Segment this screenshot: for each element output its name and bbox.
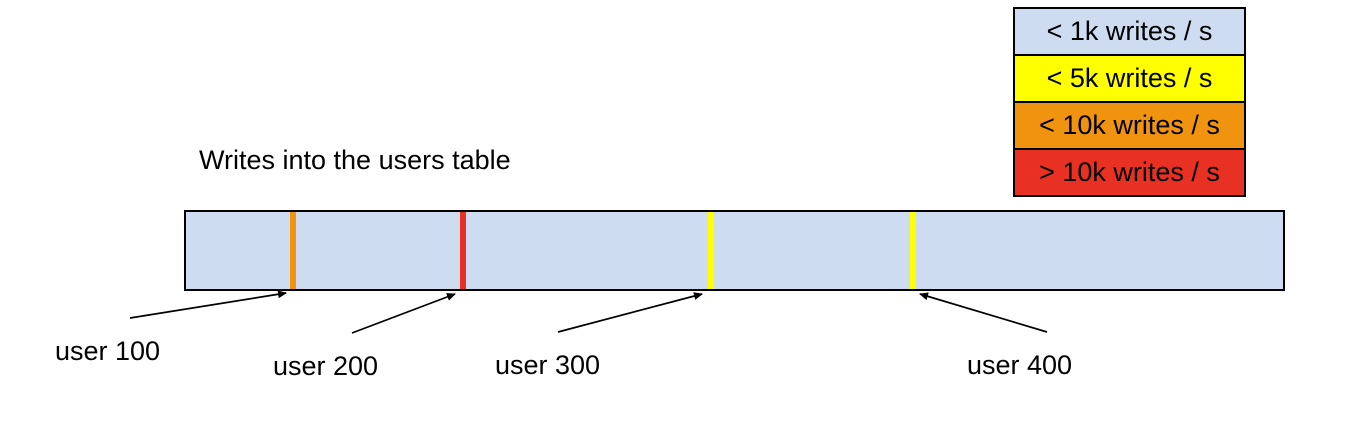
legend-item-lt-5k: < 5k writes / s [1015, 56, 1244, 103]
user-300-label: user 300 [495, 350, 601, 380]
user-100-label: user 100 [55, 336, 161, 366]
arrow-user-300 [557, 292, 703, 333]
legend-item-lt-1k: < 1k writes / s [1015, 9, 1244, 56]
arrow-user-100 [129, 290, 287, 319]
write-hotspot-user-100 [290, 212, 296, 289]
user-200-label: user 200 [273, 351, 379, 381]
user-400-label: user 400 [967, 350, 1073, 380]
arrow-user-200 [351, 293, 456, 334]
legend-item-lt-10k: < 10k writes / s [1015, 103, 1244, 150]
legend: < 1k writes / s < 5k writes / s < 10k wr… [1013, 7, 1246, 197]
write-hotspot-user-400 [910, 212, 916, 289]
write-hotspot-user-200 [460, 212, 466, 289]
write-hotspot-user-300 [708, 212, 714, 289]
legend-item-gt-10k: > 10k writes / s [1015, 150, 1244, 195]
diagram-title: Writes into the users table [199, 145, 511, 175]
users-table-bar [184, 210, 1285, 291]
arrow-user-400 [919, 292, 1048, 333]
